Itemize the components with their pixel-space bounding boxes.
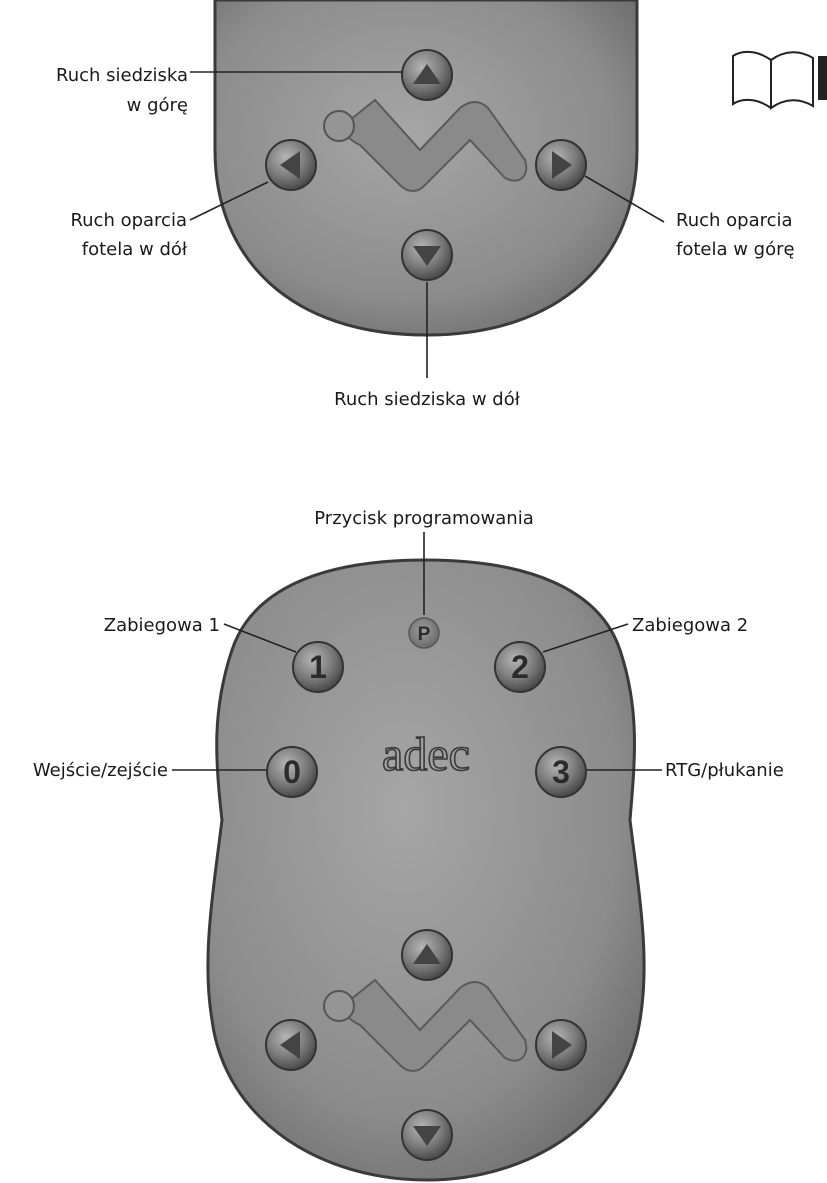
- label-seat-down: Ruch siedziska w dół: [334, 389, 521, 410]
- bottom-seat-up-button[interactable]: [402, 930, 452, 980]
- label-preset2: Zabiegowa 2: [632, 615, 748, 636]
- preset2-button-label: 2: [511, 649, 529, 685]
- top-seat-up-button[interactable]: [402, 50, 452, 100]
- svg-text:i: i: [818, 59, 827, 108]
- program-button[interactable]: P: [409, 618, 439, 648]
- top-touchpad: [215, 0, 637, 335]
- xray-rinse-button-label: 3: [552, 754, 570, 790]
- top-back-up-button[interactable]: [536, 140, 586, 190]
- label-preset1: Zabiegowa 1: [104, 615, 220, 636]
- label-xray-rinse: RTG/płukanie: [665, 760, 784, 781]
- bottom-back-up-button[interactable]: [536, 1020, 586, 1070]
- bottom-back-down-button[interactable]: [266, 1020, 316, 1070]
- xray-rinse-button[interactable]: 3: [536, 747, 586, 797]
- label-back-down-line2: fotela w dół: [82, 239, 188, 260]
- top-indicator-dot: [324, 111, 354, 141]
- bottom-pad-body: [208, 560, 644, 1180]
- adec-logo: adec: [382, 728, 470, 781]
- entry-exit-button[interactable]: 0: [267, 747, 317, 797]
- label-seat-up-line2: w górę: [127, 95, 188, 116]
- preset1-button-label: 1: [309, 649, 327, 685]
- label-back-up-line1: Ruch oparcia: [676, 210, 793, 231]
- preset1-button[interactable]: 1: [293, 642, 343, 692]
- label-seat-up-line1: Ruch siedziska: [56, 65, 188, 86]
- top-back-down-button[interactable]: [266, 140, 316, 190]
- program-button-label: P: [418, 624, 431, 645]
- manual-info-icon: i: [733, 52, 827, 108]
- bottom-seat-down-button[interactable]: [402, 1110, 452, 1160]
- entry-exit-button-label: 0: [283, 754, 301, 790]
- top-seat-down-button[interactable]: [402, 230, 452, 280]
- bottom-indicator-dot: [324, 991, 354, 1021]
- preset2-button[interactable]: 2: [495, 642, 545, 692]
- bottom-touchpad: P 1 2 adec 0 3: [208, 560, 644, 1180]
- label-entry-exit: Wejście/zejście: [33, 760, 168, 781]
- label-program: Przycisk programowania: [314, 508, 534, 529]
- label-back-down-line1: Ruch oparcia: [70, 210, 187, 231]
- label-back-up-line2: fotela w górę: [676, 239, 795, 260]
